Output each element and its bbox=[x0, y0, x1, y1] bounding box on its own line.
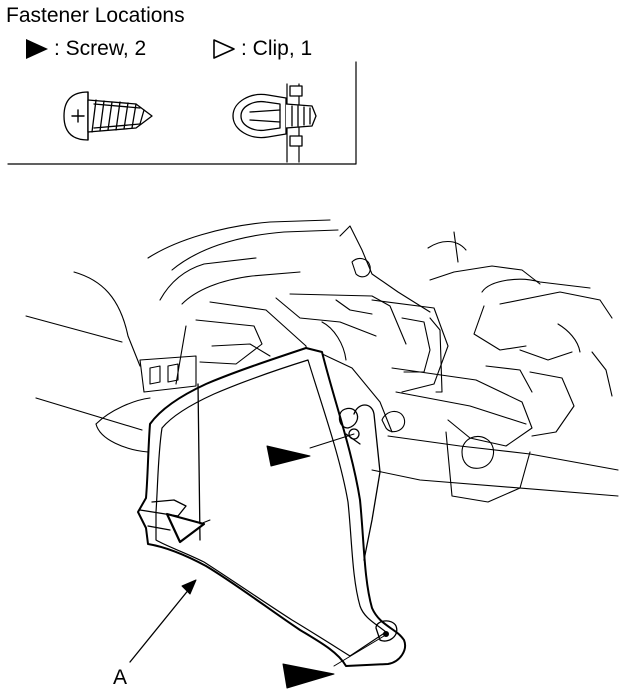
screw-leader-lower bbox=[333, 635, 385, 667]
screw-leader-upper bbox=[309, 433, 355, 449]
callout-a-label: A bbox=[113, 666, 127, 689]
filled-triangle-icon bbox=[26, 39, 48, 59]
screw-marker-lower bbox=[282, 663, 335, 689]
outline-triangle-icon bbox=[213, 39, 235, 59]
screw-marker-upper bbox=[266, 445, 311, 467]
clip-illustration bbox=[232, 83, 317, 163]
clip-leader bbox=[199, 519, 211, 525]
page-title: Fastener Locations bbox=[6, 4, 185, 27]
dashboard-structure bbox=[25, 219, 619, 503]
legend-box bbox=[7, 61, 357, 165]
clip-marker bbox=[165, 512, 206, 544]
panel-a bbox=[137, 347, 406, 667]
legend-screw: : Screw, 2 bbox=[24, 37, 146, 61]
legend-clip-label: : Clip, 1 bbox=[241, 37, 313, 60]
legend-clip: : Clip, 1 bbox=[211, 37, 312, 61]
legend-screw-label: : Screw, 2 bbox=[54, 37, 147, 60]
screw-illustration bbox=[63, 91, 153, 141]
callout-a-leader bbox=[129, 579, 197, 663]
